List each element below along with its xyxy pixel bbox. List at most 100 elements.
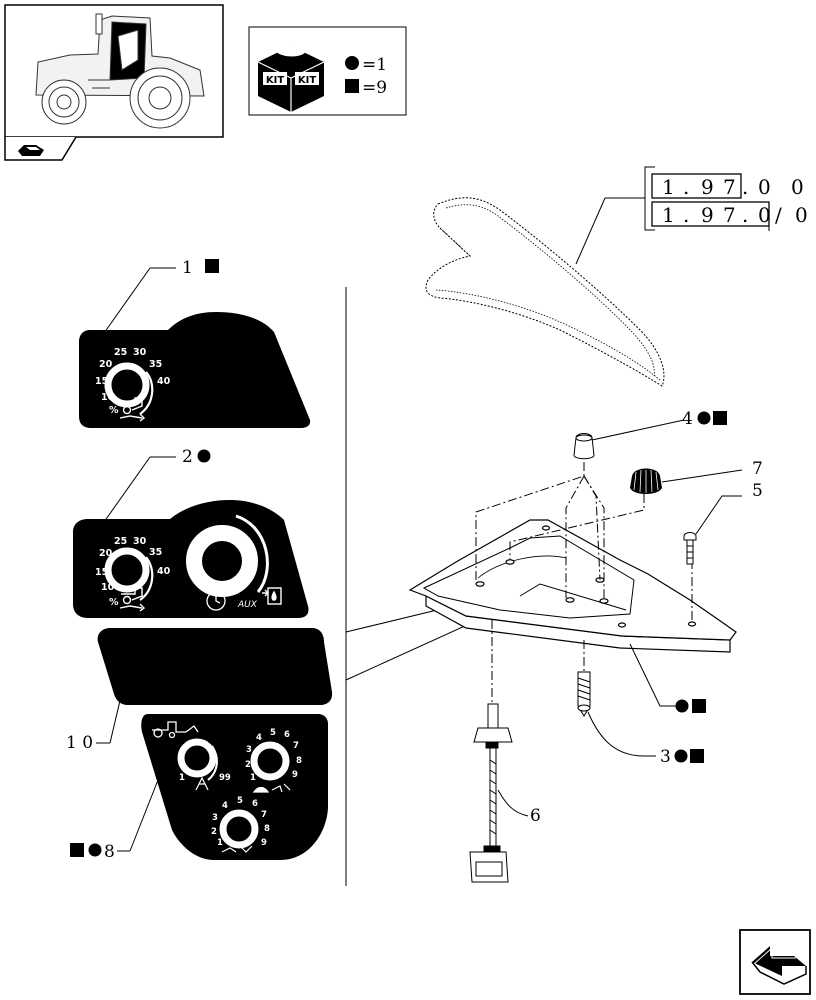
- svg-text:99: 99: [219, 773, 231, 783]
- reference-row-2[interactable]: 1 . 9 7 . 0 / 0: [662, 203, 808, 227]
- tractor-thumbnail[interactable]: [4, 4, 224, 161]
- knob-c-icon: [219, 809, 259, 849]
- svg-text:8: 8: [264, 824, 270, 834]
- callout-1[interactable]: 1: [101, 258, 219, 337]
- knob-a-icon: [177, 738, 217, 778]
- svg-text:7: 7: [723, 203, 736, 227]
- svg-text:3: 3: [246, 745, 252, 755]
- part-6-harness[interactable]: [469, 703, 529, 883]
- svg-text:5: 5: [752, 481, 763, 501]
- svg-text:40: 40: [157, 376, 171, 387]
- reference-row-1[interactable]: 1 . 9 7 . 0 0: [662, 175, 804, 199]
- circle-symbol-icon: [697, 411, 711, 425]
- svg-text:5: 5: [237, 796, 243, 806]
- kit-label-right: KIT: [298, 75, 316, 86]
- square-symbol-icon: [692, 699, 706, 713]
- svg-text:35: 35: [149, 359, 162, 370]
- svg-text:8: 8: [104, 842, 115, 862]
- svg-text:0: 0: [791, 175, 804, 199]
- hydraulic-oil-icon: [262, 587, 282, 605]
- callout-6[interactable]: 6: [530, 806, 541, 826]
- callout-4[interactable]: 4: [682, 409, 727, 429]
- svg-text:3: 3: [212, 813, 218, 823]
- svg-text:7: 7: [293, 741, 299, 751]
- svg-text:10: 10: [101, 392, 115, 403]
- svg-text:%: %: [109, 597, 119, 608]
- svg-text:7: 7: [723, 175, 736, 199]
- svg-text:.: .: [742, 175, 748, 199]
- circle-symbol-icon: [675, 699, 689, 713]
- decal-panel-1[interactable]: 10 15 20 25 30 35 40 %: [79, 312, 311, 428]
- callout-plate[interactable]: [629, 643, 706, 713]
- tractor-slip-icon: [119, 587, 146, 612]
- tractor-slip-icon: [119, 397, 146, 422]
- svg-text:30: 30: [133, 347, 147, 358]
- svg-text:9: 9: [292, 770, 298, 780]
- svg-text:1 0: 1 0: [66, 733, 93, 753]
- svg-text:0: 0: [795, 203, 808, 227]
- svg-text:35: 35: [149, 547, 162, 558]
- next-page-arrow-icon[interactable]: [739, 929, 811, 995]
- part-7-knurled-knob[interactable]: [630, 468, 743, 495]
- svg-text:25: 25: [114, 536, 127, 547]
- svg-text:30: 30: [133, 536, 147, 547]
- callout-5[interactable]: 5: [752, 481, 763, 501]
- circle-symbol-icon: [674, 749, 688, 763]
- circle-symbol-icon: [88, 843, 102, 857]
- svg-text:6: 6: [252, 799, 258, 809]
- speed-turtle-hare-icon: [252, 783, 291, 793]
- part-3-screw[interactable]: [577, 671, 656, 757]
- part-4-knob[interactable]: [573, 419, 685, 460]
- svg-text:.: .: [683, 175, 689, 199]
- kit-box-icon: [257, 46, 325, 112]
- svg-text:9: 9: [701, 175, 714, 199]
- callout-7[interactable]: 7: [752, 459, 763, 479]
- circle-symbol-icon: [345, 56, 359, 70]
- svg-text:0: 0: [758, 203, 771, 227]
- svg-text:2: 2: [245, 760, 251, 770]
- reference-block: 1 . 9 7 . 0 0 1 . 9 7 . 0 / 0: [575, 166, 808, 265]
- svg-text:4: 4: [682, 409, 693, 429]
- svg-text:6: 6: [530, 806, 541, 826]
- circle-value: =1: [362, 55, 387, 75]
- svg-text:2: 2: [211, 827, 217, 837]
- console-cover[interactable]: [425, 197, 665, 387]
- svg-text:4: 4: [256, 733, 262, 743]
- svg-text:9: 9: [261, 838, 267, 848]
- decal-panel-8[interactable]: 1 99 1 2 3 4 5 6 7 8 9 1 2 3 4 5: [141, 714, 328, 860]
- callout-2[interactable]: 2: [103, 447, 211, 523]
- callout-8[interactable]: 8: [70, 779, 159, 862]
- svg-text:20: 20: [99, 359, 113, 370]
- svg-text:25: 25: [114, 347, 127, 358]
- svg-text:15: 15: [95, 567, 108, 578]
- percent-knob-icon: [104, 547, 150, 593]
- callout-10[interactable]: 1 0: [66, 691, 123, 753]
- kit-label-left: KIT: [266, 75, 284, 86]
- svg-text:4: 4: [222, 801, 228, 811]
- tractor-implement-icon: [152, 721, 199, 739]
- callout-3[interactable]: 3: [660, 747, 704, 767]
- square-symbol-icon: [205, 259, 219, 273]
- kit-legend: KIT KIT =1 =9: [248, 26, 407, 116]
- square-symbol-icon: [713, 411, 727, 425]
- svg-text:10: 10: [101, 582, 115, 593]
- svg-text:1: 1: [179, 773, 185, 783]
- svg-text:7: 7: [752, 459, 763, 479]
- svg-text:7: 7: [261, 810, 267, 820]
- svg-text:5: 5: [270, 728, 276, 738]
- svg-text:0: 0: [758, 175, 771, 199]
- decal-panel-blank[interactable]: [97, 628, 333, 705]
- svg-text:1: 1: [182, 258, 193, 278]
- assembly-lines: [475, 462, 693, 704]
- console-plate[interactable]: [408, 519, 737, 653]
- svg-text:3: 3: [660, 747, 671, 767]
- svg-text:1: 1: [662, 175, 675, 199]
- decal-panel-2[interactable]: 10 15 20 25 30 35 40 % AUX: [73, 500, 309, 618]
- lift-icon: [195, 776, 209, 791]
- svg-text:.: .: [683, 203, 689, 227]
- square-symbol-icon: [345, 79, 359, 93]
- part-5-screw[interactable]: [683, 495, 742, 565]
- svg-text:1: 1: [217, 838, 223, 848]
- svg-text:%: %: [109, 405, 119, 416]
- svg-text:1: 1: [250, 773, 256, 783]
